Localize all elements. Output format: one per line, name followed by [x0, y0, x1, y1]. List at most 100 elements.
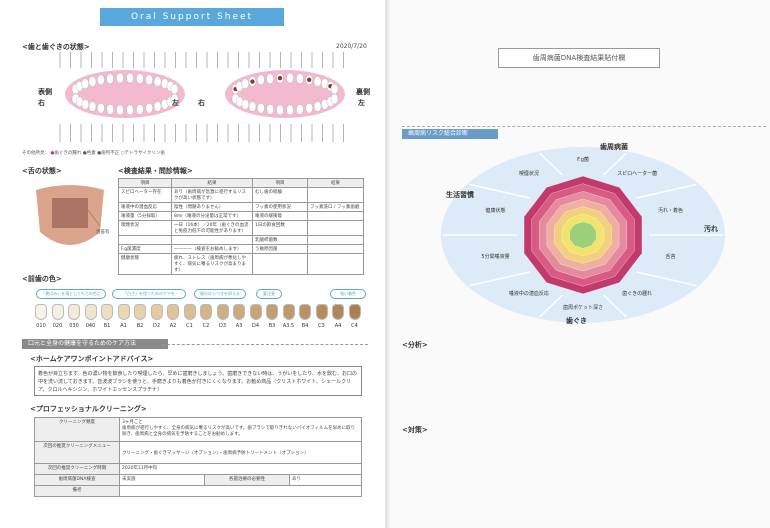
- tooth-lower: [266, 104, 274, 115]
- exam-cell: 疲れ、ストレス（歯周病が悪化しやすく、病気に罹るリスクが高まります）: [171, 253, 253, 275]
- exam-row: スピロヘーター存在あり（歯周病が急激に進行するリスクが高い状態です）むし歯の経験: [118, 187, 364, 203]
- tooth-lower: [126, 104, 134, 116]
- exam-cell: フッ素の使用状況: [252, 202, 308, 212]
- exam-cell: 唾液の緩衝能: [252, 211, 308, 221]
- tooth-upper: [145, 74, 153, 86]
- tooth-lower: [248, 101, 257, 112]
- exam-row: 健康状態疲れ、ストレス（歯周病が悪化しやすく、病気に罹るリスクが高まります）: [118, 253, 364, 275]
- exam-cell: [307, 187, 364, 203]
- tooth-lower: [170, 93, 179, 105]
- radar-axis-label: 歯周ポケット深さ: [563, 304, 603, 311]
- shade-tooth-swatch: [51, 304, 64, 320]
- shade-sample: 010: [34, 304, 48, 329]
- tooth-lower: [116, 104, 124, 116]
- legend-malalignment: 歯列不正: [101, 151, 120, 156]
- exam-cell: スピロヘーター存在: [118, 187, 172, 203]
- dna-label: 歯周病菌DNA検査: [34, 474, 120, 486]
- shade-tooth-swatch: [117, 304, 130, 320]
- shade-sample: B2: [133, 304, 147, 329]
- shade-tooth-swatch: [299, 304, 311, 320]
- exam-cell: 陰性（問題ありません）: [171, 202, 253, 212]
- tooth-lower: [330, 93, 339, 105]
- shade-code: B4: [301, 323, 309, 329]
- risk-radar-chart: F.g菌スピロヘーター菌汚れ・着色舌苔歯ぐきの腫れ歯周ポケット深さ唾液中の潜血反…: [441, 147, 725, 323]
- legend-prefix: その他所見：: [22, 151, 49, 156]
- risk-divider: [402, 126, 766, 127]
- tongue-diagram: [36, 185, 104, 245]
- radar-spoke: [469, 183, 530, 199]
- freq-note: 歯周病が進行しやすく、全身の病気に罹るリスクが高いです。歯ブラシで取りきれないバ…: [122, 426, 356, 437]
- tooth-lower: [286, 104, 294, 116]
- shade-tooth-swatch: [68, 304, 80, 320]
- shade-group-yellow: 「黄ばみ」を落としてもとの色に: [36, 289, 106, 299]
- tooth-upper: [241, 78, 250, 89]
- radar-axis-label: 健康状態: [485, 207, 505, 214]
- shade-code: A3.5: [282, 323, 295, 329]
- shade-sample: D3: [216, 304, 230, 329]
- shade-code: C1: [186, 323, 193, 329]
- shade-code: 020: [52, 323, 63, 329]
- shade-sample: C4: [348, 304, 362, 329]
- left-page: Oral Support Sheet <歯と歯ぐきの状態> 2020/7/20 …: [22, 8, 370, 497]
- shade-tooth-swatch: [249, 304, 262, 320]
- risk-diagnosis-bar: 歯周病リスク総合診断: [402, 129, 498, 139]
- care-divider: [162, 344, 368, 345]
- tongue-section-title: <舌の状態>: [22, 167, 62, 175]
- tooth-upper: [330, 83, 339, 95]
- tooth-upper: [126, 72, 134, 84]
- tooth-upper: [286, 72, 294, 84]
- shade-sample: A4: [331, 304, 345, 329]
- sheet-title: Oral Support Sheet: [100, 8, 284, 26]
- tooth-upper: [257, 74, 265, 86]
- tooth-upper: [88, 76, 97, 87]
- exam-cell: F.g菌濃度: [118, 244, 172, 254]
- label-right-b: 右: [198, 99, 205, 107]
- shade-tooth-swatch: [167, 304, 179, 320]
- shade-tooth-swatch: [332, 304, 344, 320]
- exam-cell: むし歯の経験: [252, 187, 308, 203]
- exam-cell: う蝕原因菌: [252, 244, 308, 254]
- shade-tooth-swatch: [266, 304, 278, 320]
- axis-periodontal-bacteria: 歯周病菌: [600, 143, 628, 151]
- pigment-marker: [306, 77, 312, 83]
- analysis-title: <分析>: [402, 341, 428, 349]
- radar-spoke: [469, 271, 530, 287]
- tooth-lower: [257, 102, 265, 114]
- shade-code: A1: [120, 323, 127, 329]
- shade-sample: 030: [67, 304, 81, 329]
- home-care-title: <ホームケアワンポイントアドバイス>: [30, 355, 154, 363]
- tongue-coating-label: 舌苔有: [96, 230, 110, 235]
- tooth-lower: [153, 101, 162, 112]
- teeth-chart-outer: [65, 70, 185, 118]
- tooth-lower: [106, 104, 114, 115]
- exam-row: 乳酸桿菌数: [118, 235, 364, 245]
- tooth-lower: [88, 101, 97, 112]
- tooth-lower: [136, 104, 144, 115]
- axis-gums: 歯ぐき: [566, 317, 587, 325]
- radar-spoke: [602, 152, 627, 176]
- teeth-chart-inner: [225, 70, 345, 118]
- tooth-lower: [313, 101, 322, 112]
- tooth-lower: [305, 102, 313, 114]
- sheet-date: 2020/7/20: [336, 43, 367, 50]
- axis-lifestyle: 生活習慣: [446, 191, 474, 199]
- pro-cleaning-title: <プロフェッショナルクリーニング>: [30, 405, 147, 413]
- exam-cell: 健康状態: [118, 253, 172, 275]
- shade-tooth-swatch: [216, 304, 229, 320]
- shade-sample: C2: [199, 304, 213, 329]
- tooth-lower: [81, 99, 90, 110]
- shade-tooth-swatch: [35, 304, 47, 320]
- radar-axis-label: 5分間唾液量: [481, 253, 509, 260]
- tooth-lower: [296, 104, 304, 115]
- exam-row: 唾液量（5分採取）8ml（唾液の分泌量は正常です）唾液の緩衝能: [118, 211, 364, 221]
- radar-spoke: [636, 183, 697, 199]
- shade-section-title: <前歯の色>: [22, 275, 62, 283]
- tooth-upper: [81, 78, 90, 89]
- legend-swelling: 歯ぐきの腫れ: [54, 151, 82, 156]
- shade-sample: A1: [117, 304, 131, 329]
- freq-value: 3ヶ月ごと: [122, 420, 143, 425]
- teeth-diagram: [59, 52, 345, 142]
- radar-axis-label: 喫煙状況: [519, 170, 539, 177]
- shade-group-variation: 歯のばらつきを抑える: [194, 289, 246, 299]
- shade-code: B2: [136, 323, 144, 329]
